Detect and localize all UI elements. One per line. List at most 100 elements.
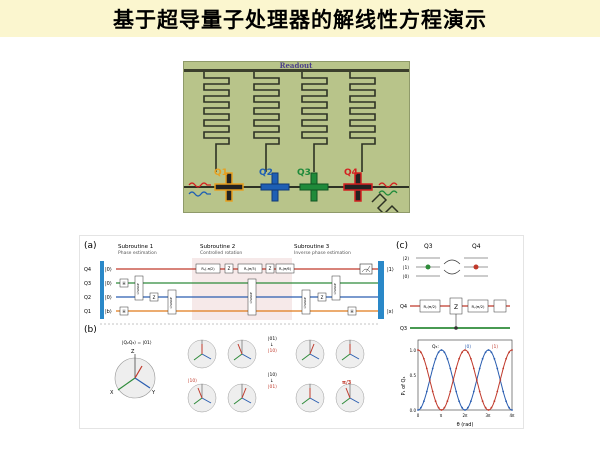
plot-point	[461, 406, 463, 409]
plot-point	[481, 357, 484, 360]
drive-arrow-green	[378, 190, 398, 196]
bloch-vector	[201, 397, 212, 404]
plot-point	[470, 357, 472, 360]
plot-xlabel: θ (rad)	[457, 422, 474, 428]
wire-state-q1: |b⟩	[105, 309, 112, 315]
plot-point	[440, 409, 443, 411]
plot-point	[446, 357, 449, 360]
bloch-vector	[193, 353, 203, 361]
wire-label-q1: Q1	[84, 309, 91, 315]
pc-ry-left: Rᵧ(π/2)	[424, 304, 438, 309]
bloch-vector	[349, 353, 360, 360]
qubit-label-q4: Q4	[344, 168, 358, 178]
bloch-grid	[187, 339, 365, 413]
bloch-arrow-2: ↓	[270, 378, 274, 384]
subroutine-1-desc: Phase estimation	[118, 250, 157, 256]
gate-sqrt-iswap-3: √iSWAP	[303, 297, 307, 309]
plot-ytick-1: 0.5	[410, 373, 417, 378]
plot-point	[478, 390, 481, 393]
plot-point	[502, 390, 505, 393]
plot-point	[425, 390, 428, 393]
subroutine-1-title: Subroutine 1	[118, 244, 153, 250]
bloch-vector	[237, 343, 243, 355]
plot-point	[499, 379, 502, 381]
wire-label-q2: Q2	[84, 295, 91, 301]
bloch-vector	[309, 343, 315, 355]
bloch-transition-01b: |01⟩	[268, 384, 277, 390]
plot-point	[449, 390, 452, 393]
gate-sqrt-iswap-1: √iSWAP	[136, 283, 140, 295]
gate-ry-2: Rᵧ(π/3)	[244, 267, 257, 271]
wire-label-q4: Q4	[84, 267, 91, 273]
chip-image: Readout Q1 Q2 Q3 Q4	[183, 61, 410, 213]
plot-point	[472, 367, 475, 370]
qubit-label-q3: Q3	[297, 168, 311, 178]
wire-label-q3: Q3	[84, 281, 91, 287]
plot-xtick-4: 4π	[510, 413, 516, 418]
pc-level-0: |0⟩	[403, 274, 409, 280]
bloch-vector	[233, 397, 243, 405]
plot-point	[487, 349, 490, 351]
circuit-drawing: (a) (b) (c) Subroutine 1 Phase estimatio…	[84, 241, 516, 428]
resonators	[203, 72, 376, 172]
subroutine-2-title: Subroutine 2	[200, 244, 235, 250]
plot-point	[425, 367, 428, 370]
bloch-vector	[309, 353, 320, 360]
pc-q3-label: Q3	[424, 243, 433, 250]
title-bar	[0, 0, 600, 37]
plot-point	[467, 351, 469, 354]
plot-point	[490, 351, 493, 354]
plot-legend-0: |0⟩	[465, 344, 471, 350]
gate-h-q1-out: H	[350, 309, 353, 314]
plot-point	[443, 351, 446, 354]
axis-x: X	[110, 390, 114, 396]
readout-label: Readout	[280, 62, 313, 70]
plot-point	[490, 406, 493, 409]
output-bar	[378, 261, 384, 319]
gate-z-3: Z	[269, 266, 272, 271]
pc-z-gate: Z	[454, 304, 458, 311]
drive-arrow-blue	[188, 191, 211, 197]
bloch-transition-01: |01⟩	[268, 336, 277, 342]
plot-point	[420, 406, 422, 409]
readout-line	[184, 69, 409, 72]
gate-ry-1: Rᵧ(-π/2)	[201, 267, 215, 271]
plot-point	[434, 400, 437, 403]
plot-point	[458, 400, 460, 403]
bottom-meander	[371, 192, 399, 212]
qubit-q1	[214, 172, 244, 202]
plot-point	[417, 349, 419, 351]
pc-q4-label: Q4	[472, 243, 481, 250]
gate-z-4: Z	[321, 295, 324, 300]
bloch-vector	[341, 397, 351, 405]
subroutine-2-desc: Controlled rotation	[200, 250, 242, 256]
plot-point	[437, 406, 440, 409]
pc-q4-wire-label: Q4	[400, 304, 407, 310]
qubit-q2	[260, 172, 290, 202]
chip-drawing: Readout Q1 Q2 Q3 Q4	[184, 62, 409, 212]
plot-point	[464, 349, 466, 351]
plot-point	[505, 357, 507, 360]
input-bar	[100, 261, 104, 319]
gate-z-2: Z	[228, 266, 231, 271]
wire-state-q3: |0⟩	[105, 281, 112, 287]
plot-point	[493, 400, 496, 403]
bloch-vector	[241, 353, 252, 360]
gate-h-q3: H	[122, 281, 125, 286]
plot-xtick-3: 3π	[486, 413, 492, 418]
plot-point	[481, 400, 484, 403]
gate-h-q1: H	[122, 309, 125, 314]
pc-q3-wire-label: Q3	[400, 326, 407, 332]
bloch-vector	[197, 387, 203, 399]
plot-point	[455, 367, 458, 370]
resonator-1	[203, 72, 230, 172]
plot-point	[458, 357, 460, 360]
axis-z: Z	[131, 349, 135, 355]
gate-ry-3: Rᵧ(π/6)	[279, 267, 292, 271]
pc-level-1: |1⟩	[403, 265, 409, 271]
plot-point	[464, 409, 466, 411]
plot-point	[493, 357, 496, 360]
drive-arrow-red-right	[378, 182, 398, 188]
plot-point	[496, 367, 499, 370]
bloch-angle: π/3	[342, 380, 352, 386]
